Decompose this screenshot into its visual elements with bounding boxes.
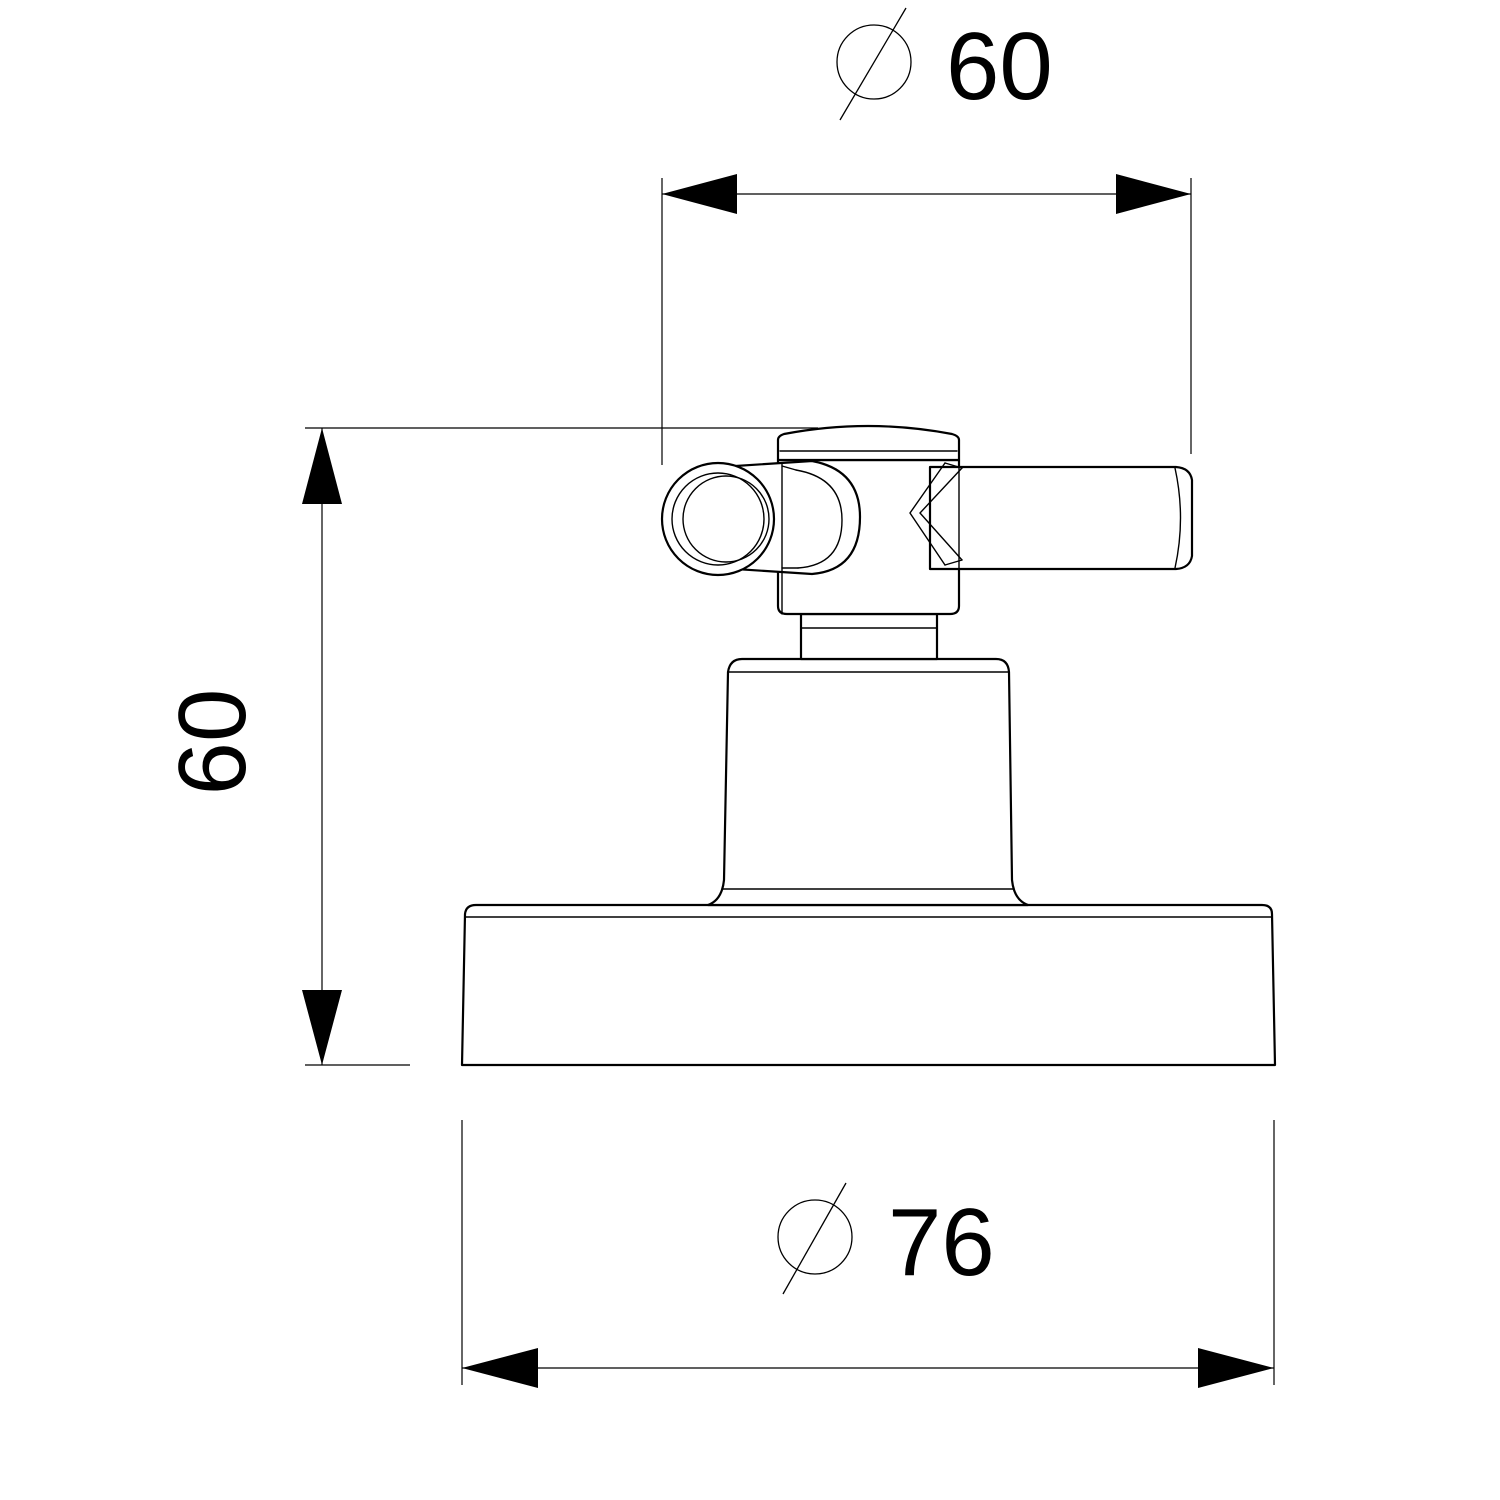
top-cap: [776, 424, 961, 462]
arrowhead-left: [662, 174, 737, 214]
height-value: 60: [159, 689, 266, 796]
base-flange: [460, 903, 1277, 1067]
arrowhead-left: [462, 1348, 538, 1388]
lever-end-bore-icon: [682, 475, 770, 563]
arrowhead-top: [302, 428, 342, 504]
lever-arm-right: [909, 459, 1194, 607]
neck: [799, 612, 939, 661]
base-diameter-dimension: 76: [461, 1120, 1275, 1388]
diameter-symbol-icon: [836, 7, 912, 121]
tap-handle-part: [460, 424, 1277, 1067]
handle-diameter-dimension: 60: [661, 7, 1192, 465]
arrowhead-right: [1198, 1348, 1274, 1388]
height-dimension: 60: [159, 427, 818, 1066]
arrowhead-right: [1116, 174, 1191, 214]
diameter-symbol-icon: [777, 1182, 853, 1295]
handle-diameter-value: 60: [946, 13, 1053, 120]
lever-end-outer-icon: [660, 461, 776, 577]
body-column: [706, 657, 1030, 907]
base-diameter-value: 76: [888, 1189, 995, 1296]
arrowhead-bottom: [302, 990, 342, 1065]
lever-arm-left: [660, 459, 862, 615]
